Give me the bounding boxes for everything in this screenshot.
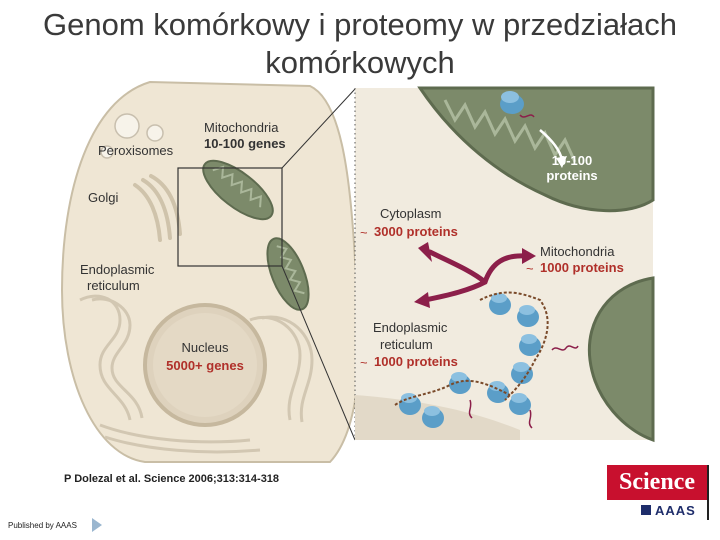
peroxisome-2 (147, 125, 163, 141)
label-cytoplasm-proteins: 3000 proteins (374, 224, 458, 239)
label-er-proteins: 1000 proteins (374, 354, 458, 369)
label-er-cell-2: reticulum (87, 278, 140, 293)
citation: P Dolezal et al. Science 2006;313:314-31… (64, 473, 279, 485)
published-by: Published by AAAS (8, 521, 77, 530)
aaas-mark-icon (641, 505, 651, 515)
science-wordmark: Science (607, 465, 707, 500)
label-er-approx: ~ (360, 355, 368, 370)
peroxisome-1 (115, 114, 139, 138)
label-er-cell-1: Endoplasmic (80, 262, 155, 277)
label-peroxisomes: Peroxisomes (98, 143, 174, 158)
science-logo: Science AAAS (607, 465, 709, 520)
label-mito-approx: ~ (526, 261, 534, 276)
label-nucleus: Nucleus (182, 340, 229, 355)
aaas-wordmark: AAAS (655, 503, 696, 518)
label-er-zoom-1: Endoplasmic (373, 320, 448, 335)
label-er-zoom-2: reticulum (380, 337, 433, 352)
label-nucleus-genes: 5000+ genes (166, 358, 244, 373)
label-mitochondria-genes: 10-100 genes (204, 136, 286, 151)
label-mitochondria-zoom: Mitochondria (540, 244, 615, 259)
play-icon[interactable] (92, 518, 102, 532)
label-mitochondria-cell: Mitochondria (204, 120, 279, 135)
label-cytoplasm: Cytoplasm (380, 206, 441, 221)
label-mito-proteins-2: proteins (546, 168, 597, 183)
label-golgi: Golgi (88, 190, 118, 205)
label-cytoplasm-approx: ~ (360, 225, 368, 240)
label-mitochondria-proteins: 1000 proteins (540, 260, 624, 275)
label-mito-proteins-1: 10-100 (552, 153, 592, 168)
